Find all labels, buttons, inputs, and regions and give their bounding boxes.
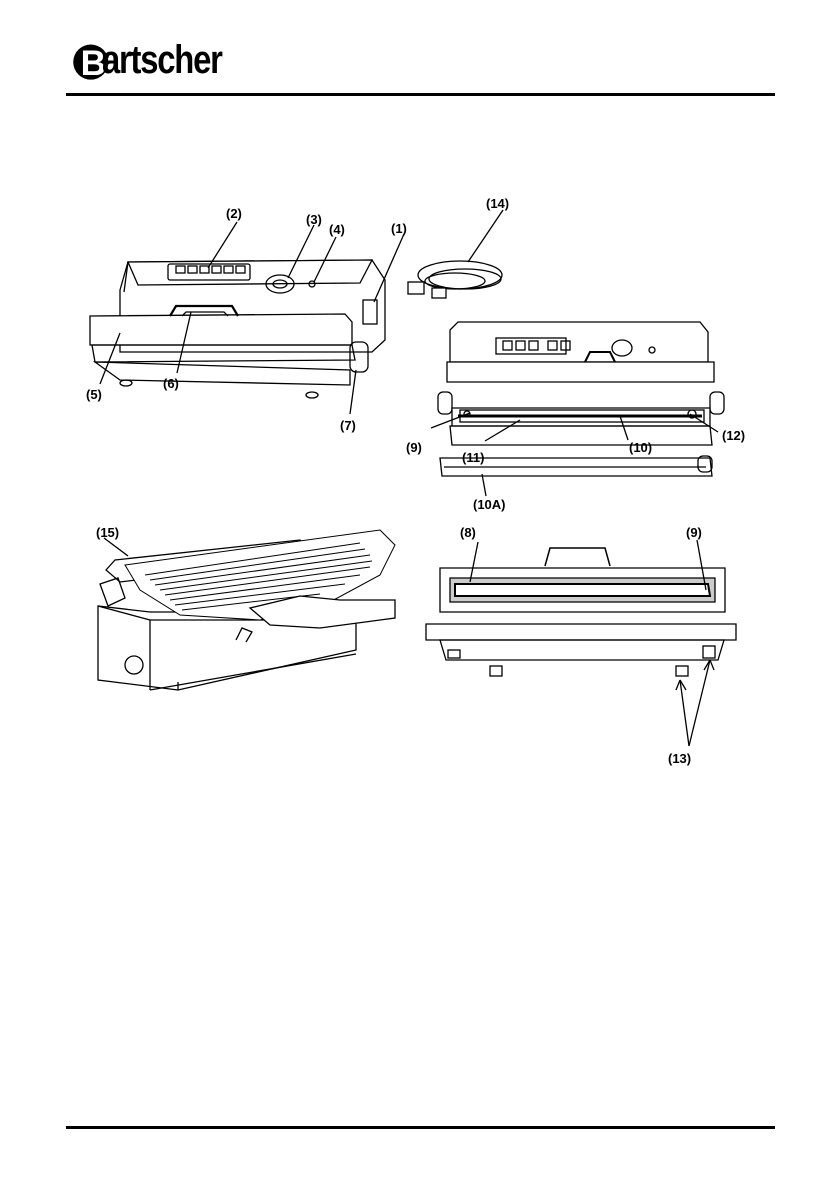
callout-6: (6) (163, 376, 179, 391)
lid (90, 314, 352, 345)
callout-3: (3) (306, 212, 322, 227)
callout-8: (8) (460, 525, 476, 540)
sealer-open-back-view (426, 540, 736, 746)
callout-10a: (10A) (473, 497, 506, 512)
callout-15: (15) (96, 525, 119, 540)
callout-14: (14) (486, 196, 509, 211)
callout-7: (7) (340, 418, 356, 433)
callout-4: (4) (329, 222, 345, 237)
sealer-closed-view (90, 222, 404, 414)
callout-2: (2) (226, 206, 242, 221)
footer-rule (66, 1126, 775, 1129)
power-cord (408, 210, 503, 298)
sealer-open-front-view (431, 322, 724, 496)
callout-12: (12) (722, 428, 745, 443)
callout-13: (13) (668, 751, 691, 766)
callout-9-bottom: (9) (686, 525, 702, 540)
callout-11: (11) (462, 450, 484, 465)
callout-1: (1) (391, 221, 407, 236)
sealer-with-bag-view (98, 530, 395, 690)
callout-10: (10) (629, 440, 652, 455)
callout-5: (5) (86, 387, 102, 402)
callout-9-top: (9) (406, 440, 422, 455)
